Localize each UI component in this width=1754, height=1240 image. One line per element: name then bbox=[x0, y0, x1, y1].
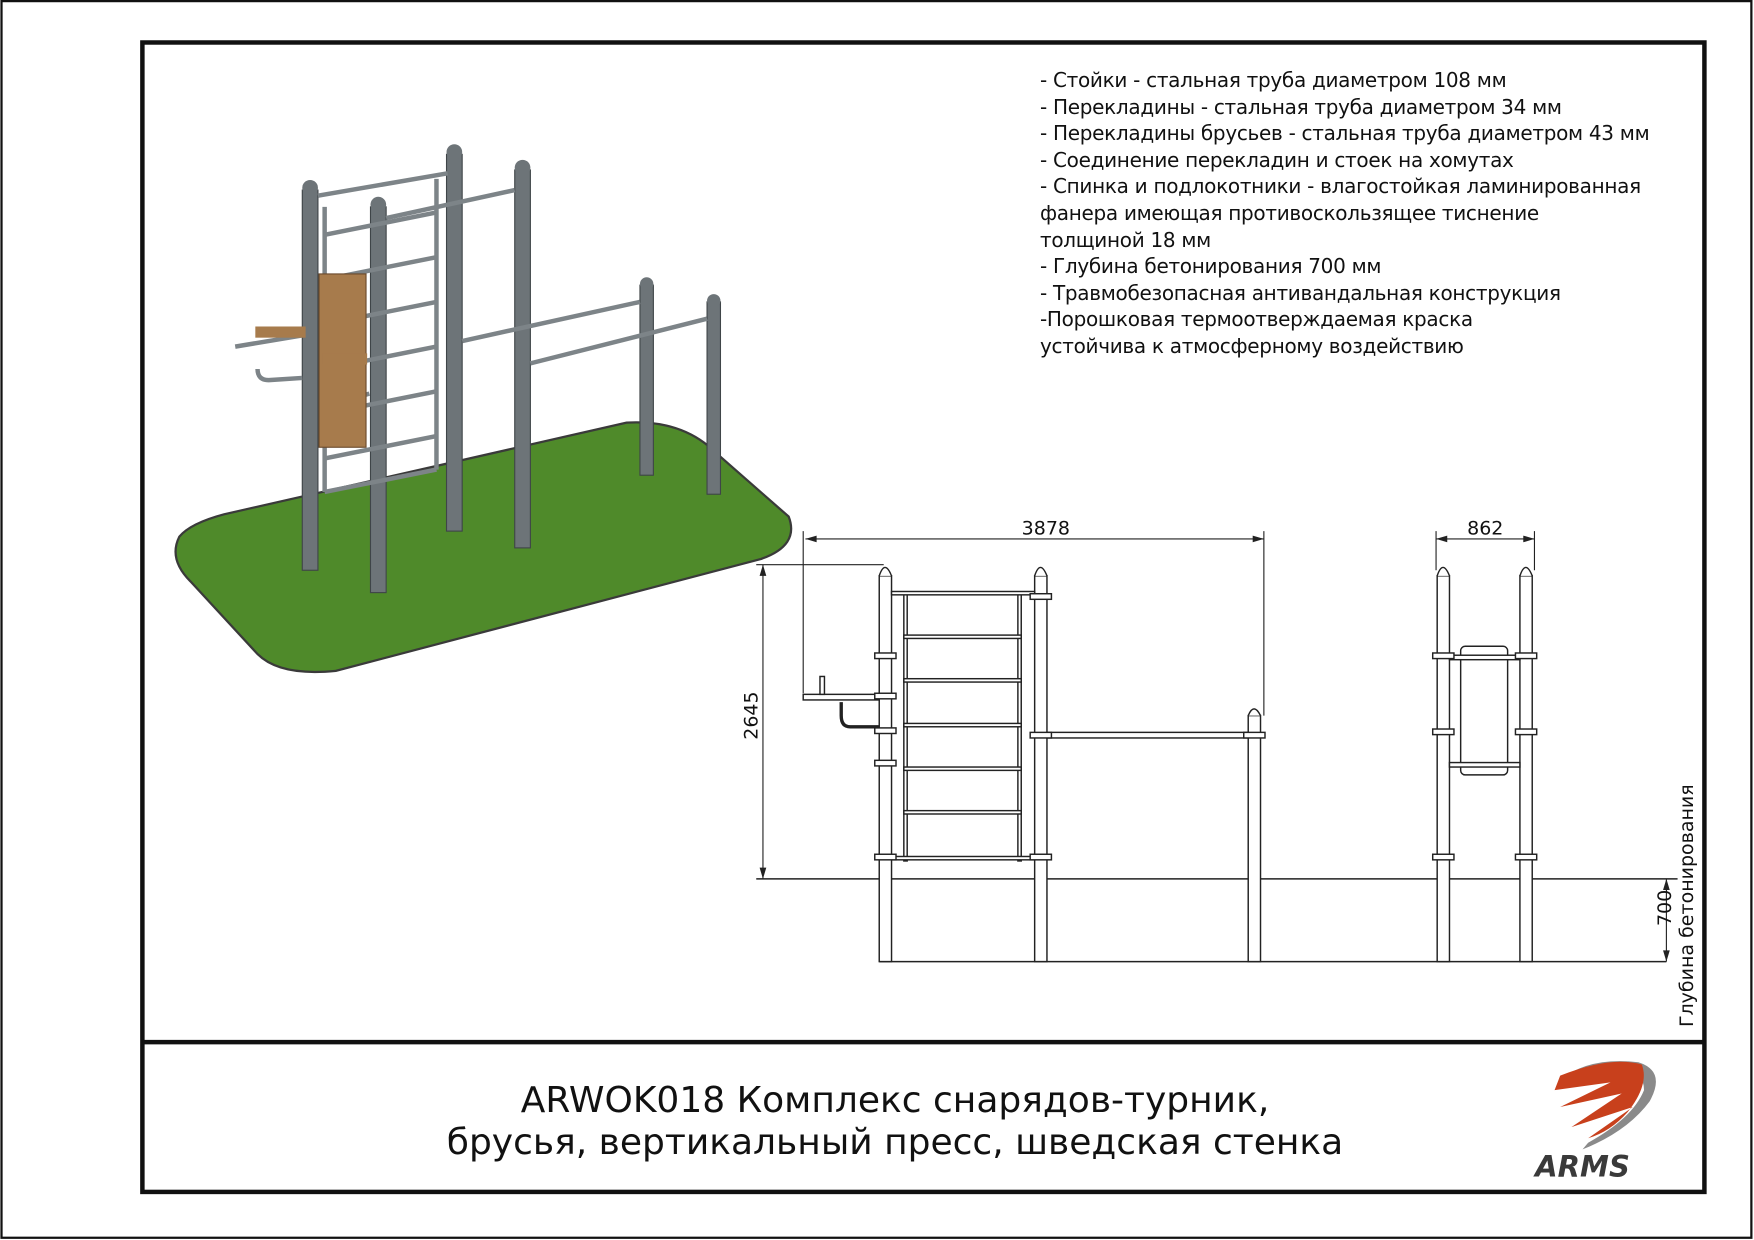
dimension-lines bbox=[756, 531, 1667, 962]
spec-line: - Спинка и подлокотники - влагостойкая л… bbox=[1040, 174, 1641, 199]
dim-side-width: 862 bbox=[1467, 517, 1503, 539]
dim-width: 3878 bbox=[1022, 517, 1070, 539]
dim-height: 2645 bbox=[740, 691, 762, 739]
spec-line: фанера имеющая противоскользящее тиснени… bbox=[1040, 200, 1539, 225]
dim-concrete-depth: 700 bbox=[1654, 890, 1676, 926]
spec-line: устойчива к атмосферному воздействию bbox=[1040, 333, 1464, 358]
grass-base bbox=[174, 421, 793, 674]
specifications-list: - Стойки - стальная труба диаметром 108 … bbox=[1040, 67, 1650, 360]
spec-line: - Перекладины брусьев - стальная труба д… bbox=[1040, 121, 1650, 146]
spec-line: - Стойки - стальная труба диаметром 108 … bbox=[1040, 68, 1507, 92]
spec-line: толщиной 18 мм bbox=[1040, 227, 1211, 252]
spec-line: -Порошковая термоотверждаемая краска bbox=[1040, 307, 1473, 332]
front-view bbox=[756, 566, 1678, 963]
title-line-2: брусья, вертикальный пресс, шведская сте… bbox=[446, 1122, 1344, 1163]
spec-line: - Перекладины - стальная труба диаметром… bbox=[1040, 94, 1562, 119]
concrete-depth-label: Глубина бетонирования bbox=[1676, 784, 1698, 1027]
spec-line: - Глубина бетонирования 700 мм bbox=[1040, 254, 1382, 279]
logo-text: ARMS bbox=[1533, 1149, 1630, 1183]
title-line-1: ARWOK018 Комплекс снарядов-турник, bbox=[520, 1080, 1270, 1121]
spec-line: - Травмобезопасная антивандальная констр… bbox=[1040, 280, 1561, 305]
side-view bbox=[1431, 566, 1538, 963]
inner-frame bbox=[140, 40, 1707, 1195]
product-title: ARWOK018 Комплекс снарядов-турник, брусь… bbox=[300, 1080, 1490, 1164]
spec-line: - Соединение перекладин и стоек на хомут… bbox=[1040, 147, 1514, 172]
render-3d bbox=[174, 144, 793, 674]
arms-logo: ARMS bbox=[1533, 1061, 1656, 1183]
